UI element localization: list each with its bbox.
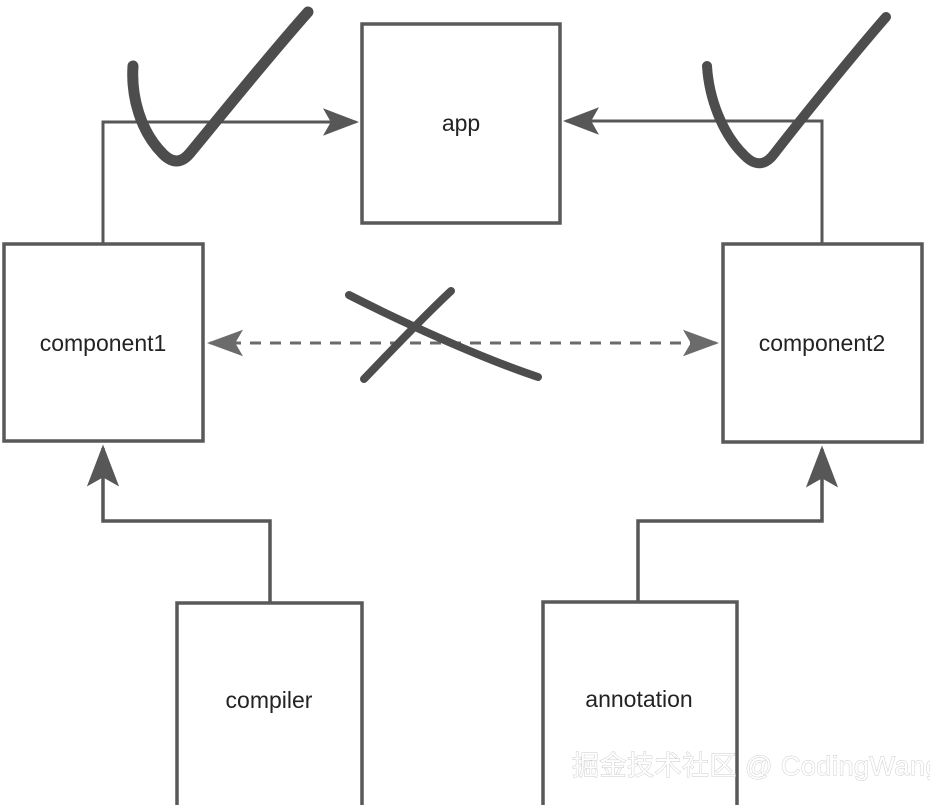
node-component1[interactable]: component1 [2, 242, 205, 443]
node-app-box [360, 22, 562, 225]
node-annotation-label: annotation [585, 686, 692, 712]
cross-mark-icon [345, 287, 542, 383]
edge-compiler-to-component1-path [86, 444, 272, 603]
node-annotation[interactable]: annotation [541, 600, 739, 805]
node-app-label: app [442, 110, 480, 136]
node-app[interactable]: app [360, 22, 562, 225]
node-compiler-label: compiler [226, 687, 313, 713]
node-component2[interactable]: component2 [721, 242, 924, 444]
edge-component1-to-app-path [101, 108, 359, 244]
node-component2-label: component2 [759, 330, 886, 356]
edge-component2-to-app[interactable] [563, 107, 824, 244]
node-annotation-box [541, 600, 739, 805]
checkmark-right-icon [702, 12, 891, 169]
node-compiler-box [175, 601, 364, 805]
watermark-label: 掘金技术社区 @ CodingWang [572, 751, 930, 781]
edge-compiler-to-component1[interactable] [86, 444, 272, 603]
node-component2-box [721, 242, 924, 444]
edge-component1-to-app[interactable] [101, 108, 359, 244]
edge-annotation-to-component2-path [636, 445, 839, 602]
watermark: 掘金技术社区 @ CodingWang [572, 751, 930, 782]
node-component1-label: component1 [40, 330, 167, 356]
annotation-mark-layer [127, 6, 891, 383]
checkmark-left-icon [127, 6, 314, 167]
edge-component2-to-app-path [563, 107, 824, 244]
node-component1-box [2, 242, 205, 443]
edge-layer: component2 : dashed, double arrow --> [86, 107, 839, 603]
edge-annotation-to-component2[interactable] [636, 445, 839, 602]
node-compiler[interactable]: compiler [175, 601, 364, 805]
node-layer: app component1 component2 compiler annot… [2, 22, 924, 805]
